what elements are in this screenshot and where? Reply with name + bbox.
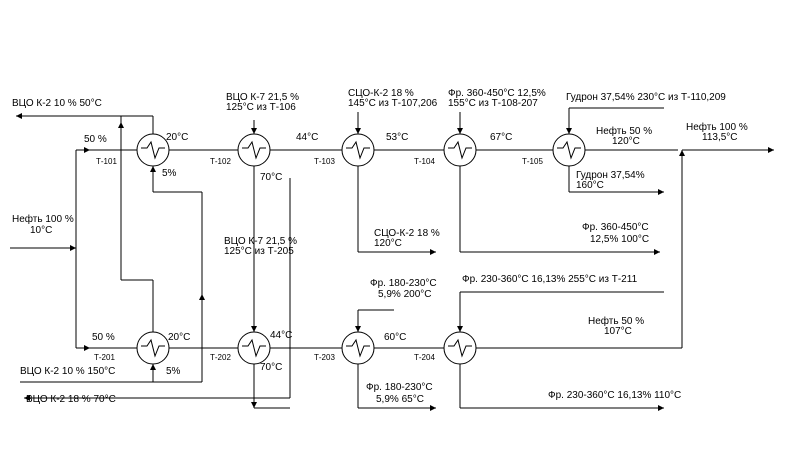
hx-t105	[552, 133, 586, 167]
tag-t103: Т-103	[314, 157, 335, 166]
label-t-53: 53°C	[386, 132, 408, 143]
arrow-gudron-out	[658, 189, 664, 195]
label-oil-100-out-2: 113,5°C	[702, 132, 738, 143]
arrow-oil-100-out	[768, 147, 774, 153]
label-vco-k7-bot-2: 125°C из Т-205	[224, 246, 294, 257]
label-oil-50-top-1: Нефть 50 %	[596, 125, 652, 137]
label-gudron-in: Гудрон 37,54% 230°C из Т-110,209	[566, 92, 726, 103]
label-fr-180-230-out-2: 5,9% 65°C	[376, 394, 424, 405]
arrow-riser-into-t101	[150, 166, 156, 172]
label-split-50-bot: 50 %	[92, 332, 115, 343]
arrow-t102-down	[251, 402, 257, 408]
hx-t103	[341, 133, 375, 167]
arrow-vco-k7-top	[251, 128, 257, 134]
arrow-sco-in	[355, 128, 361, 134]
hx-t201	[136, 331, 170, 365]
tag-t104: Т-104	[414, 157, 435, 166]
tag-t204: Т-204	[414, 353, 435, 362]
hx-t202	[237, 331, 271, 365]
label-fr-180-230-in-1: Фр. 180-230°C	[370, 278, 437, 289]
tag-t203: Т-203	[314, 353, 335, 362]
label-vco-k2-top: ВЦО К-2 10 % 50°C	[12, 98, 102, 109]
tag-t105: Т-105	[522, 157, 543, 166]
label-vco-k7-top-2: 125°C из Т-106	[226, 102, 296, 113]
arrow-230-in	[457, 326, 463, 332]
label-fr-360-450-out-1: Фр. 360-450°C	[582, 222, 649, 233]
flow-arrows	[16, 113, 774, 411]
arrow-202-up	[199, 294, 205, 300]
hx-t101	[136, 133, 170, 167]
label-feed-2: 10°C	[30, 225, 52, 236]
arrow-vco-k7-bot	[251, 326, 257, 332]
hx-t104	[443, 133, 477, 167]
label-fr-230-360-in: Фр. 230-360°C 16,13% 255°C из Т-211	[462, 274, 638, 285]
arrow-180-out	[430, 405, 436, 411]
label-fr-180-230-in-2: 5,9% 200°C	[378, 289, 431, 300]
arrow-sco-out	[430, 249, 436, 255]
label-t-44-top: 44°C	[296, 132, 318, 143]
hx-t203	[341, 331, 375, 365]
label-pct-5-top: 5%	[162, 168, 177, 179]
label-gudron-out-2: 160°C	[576, 180, 604, 191]
tag-t201: Т-201	[94, 353, 115, 362]
arrow-230-out	[658, 405, 664, 411]
label-fr-360-450-out-2: 12,5% 100°C	[590, 234, 649, 245]
arrow-bot-start	[84, 345, 90, 351]
arrow-360-out	[654, 249, 660, 255]
tag-t101: Т-101	[96, 157, 117, 166]
label-t-70-top: 70°C	[260, 172, 282, 183]
label-pct-5-bot: 5%	[166, 366, 181, 377]
label-vco-k7-bot-1: ВЦО К-7 21,5 %	[224, 236, 297, 247]
tag-t202: Т-202	[210, 353, 231, 362]
arrow-gudron-in	[566, 128, 572, 134]
label-t-60: 60°C	[384, 332, 406, 343]
arrow-360-in	[457, 128, 463, 134]
label-vco-k2-18: ВЦО К-2 18 % 70°C	[26, 394, 116, 405]
label-t-44-bot: 44°C	[270, 330, 292, 341]
label-feed-1: Нефть 100 %	[12, 213, 74, 225]
label-t-67: 67°C	[490, 132, 512, 143]
label-fr-360-450-in-1: Фр. 360-450°C 12,5%	[448, 88, 546, 99]
arrow-oil-merge	[679, 150, 685, 156]
label-vco-k2-150: ВЦО К-2 10 % 150°C	[20, 366, 115, 377]
arrow-180-in	[355, 326, 361, 332]
tag-t102: Т-102	[210, 157, 231, 166]
arrow-top-start	[84, 147, 90, 153]
label-sco-k2-out-1: СЦО-К-2 18 %	[374, 228, 440, 239]
label-oil-50-top-2: 120°C	[612, 136, 640, 147]
pipelines	[10, 107, 774, 409]
arrow-vco-k2-out	[16, 113, 22, 119]
hx-t204	[443, 331, 477, 365]
exchanger-tags: Т-101 Т-102 Т-103 Т-104 Т-105 Т-201 Т-20…	[94, 157, 543, 362]
hx-t102	[237, 133, 271, 167]
label-oil-100-out-1: Нефть 100 %	[686, 121, 748, 133]
arrow-t201-hot-in	[150, 364, 156, 370]
label-split-50-top: 50 %	[84, 134, 107, 145]
label-sco-k2-out-2: 120°C	[374, 238, 402, 249]
label-fr-360-450-in-2: 155°C из Т-108-207	[448, 98, 538, 109]
label-t-20-top: 20°C	[166, 132, 188, 143]
label-oil-50-bot-2: 107°C	[604, 326, 632, 337]
label-fr-180-230-out-1: Фр. 180-230°C	[366, 382, 433, 393]
label-vco-k7-top-1: ВЦО К-7 21,5 %	[226, 92, 299, 103]
label-oil-50-bot-1: Нефть 50 %	[588, 315, 644, 327]
label-gudron-out-1: Гудрон 37,54%	[576, 170, 645, 181]
arrow-feed	[70, 245, 76, 251]
label-sco-k2-in-1: СЦО-К-2 18 %	[348, 88, 414, 99]
label-t-70-bot: 70°C	[260, 362, 282, 373]
label-t-20-bot: 20°C	[168, 332, 190, 343]
arrow-riser-up	[118, 122, 124, 128]
label-sco-k2-in-2: 145°C из Т-107,206	[348, 98, 438, 109]
label-fr-230-360-out: Фр. 230-360°C 16,13% 110°C	[548, 390, 681, 401]
stream-labels: Нефть 100 % 10°C ВЦО К-2 10 % 50°C 50 % …	[12, 88, 748, 405]
arrow-vco-k2-18-out	[24, 395, 30, 401]
